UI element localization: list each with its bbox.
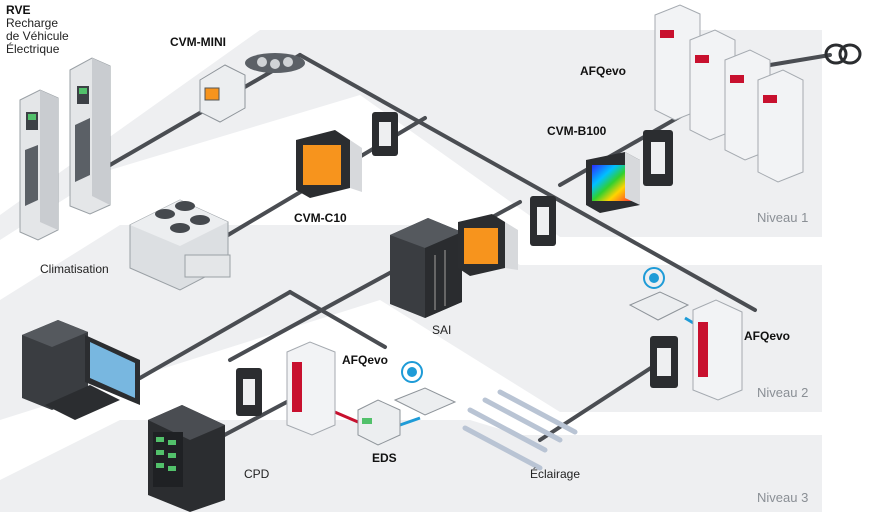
sai-icon — [390, 218, 462, 318]
label-afqevo-mid: AFQevo — [342, 353, 388, 367]
cvm-sai-meter-icon — [458, 214, 518, 276]
wifi-router-mid-icon — [393, 361, 457, 416]
cable-blue-eds-router — [399, 416, 421, 427]
cable-pc — [138, 290, 292, 380]
label-eds: EDS — [372, 451, 397, 465]
afqevo-cabinets-icon — [654, 4, 804, 183]
label-afqevo-right: AFQevo — [744, 329, 790, 343]
cvm-c10-icon — [296, 130, 362, 198]
current-transformer-2-icon — [530, 196, 556, 246]
climatisation-icon — [129, 199, 231, 291]
afqevo-right-icon — [692, 299, 743, 401]
pc-icon — [22, 320, 140, 420]
current-transformer-4-icon — [236, 368, 262, 416]
cable-pc-sai — [288, 290, 387, 349]
label-rve-line1: Recharge — [6, 16, 58, 30]
label-cvm-c10: CVM-C10 — [294, 211, 347, 225]
label-afqevo-top: AFQevo — [580, 64, 626, 78]
cable-afqevo-top-ring — [768, 53, 832, 67]
current-transformer-5-icon — [650, 336, 678, 388]
eds-icon — [357, 399, 401, 446]
rve-charger-icon — [19, 57, 111, 241]
label-niveau-1: Niveau 1 — [757, 210, 808, 225]
band-niveau-3 — [0, 420, 822, 512]
label-rve-line3: Électrique — [6, 41, 60, 56]
label-cvm-mini: CVM-MINI — [170, 35, 226, 49]
label-rve-line2: de Véhicule — [6, 29, 69, 43]
cable-cpd-afq — [213, 393, 302, 442]
eclairage-icon — [462, 389, 578, 471]
afqevo-mid-icon — [286, 341, 336, 436]
cable-eclairage — [538, 360, 662, 442]
current-transformer-3-icon — [643, 130, 673, 186]
wifi-router-right-icon — [628, 267, 690, 321]
label-sai: SAI — [432, 323, 451, 337]
label-climatisation: Climatisation — [40, 262, 109, 276]
transformer-ring-icon — [824, 43, 862, 65]
label-niveau-2: Niveau 2 — [757, 385, 808, 400]
cvm-mini-icon — [199, 53, 305, 123]
cvm-b100-icon — [586, 152, 640, 213]
cpd-server-icon — [148, 405, 225, 512]
cable-main-diagonal — [298, 53, 757, 312]
label-eclairage: Éclairage — [530, 466, 580, 481]
labels: RVE Recharge de Véhicule Électrique CVM-… — [6, 3, 808, 505]
label-niveau-3: Niveau 3 — [757, 490, 808, 505]
label-rve: RVE — [6, 3, 30, 17]
label-cpd: CPD — [244, 467, 270, 481]
label-cvm-b100: CVM-B100 — [547, 124, 607, 138]
current-transformer-1-icon — [372, 112, 398, 156]
